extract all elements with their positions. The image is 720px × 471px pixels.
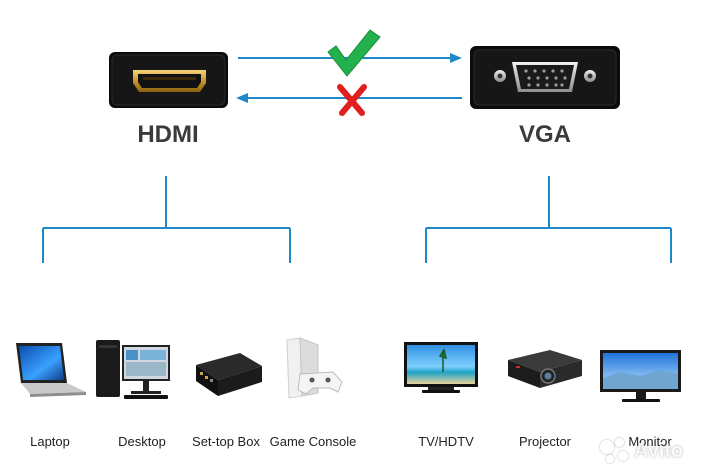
monitor-icon (600, 350, 681, 402)
desktop-icon (96, 340, 170, 399)
check-icon (327, 29, 381, 77)
watermark-dots-icon (600, 438, 630, 464)
watermark-text: Avito (634, 439, 684, 462)
set-top-box-icon (196, 353, 262, 396)
hdmi-label: HDMI (137, 121, 199, 148)
watermark: Avito (600, 436, 712, 466)
device-label-tv: TV/HDTV (418, 434, 474, 449)
vga-port-icon (470, 46, 620, 109)
projector-icon (508, 350, 582, 388)
device-label-game-console: Game Console (269, 434, 357, 449)
hdmi-device-tree (42, 176, 291, 263)
vga-label: VGA (518, 121, 571, 148)
device-label-desktop: Desktop (118, 434, 166, 449)
cross-icon (337, 84, 367, 116)
device-label-set-top-box: Set-top Box (192, 434, 260, 449)
vga-device-tree (425, 176, 672, 263)
tv-icon (404, 342, 478, 393)
device-label-projector: Projector (518, 434, 572, 449)
device-label-laptop: Laptop (30, 434, 70, 449)
device-label-monitor: Monitor (628, 434, 672, 449)
laptop-icon (16, 343, 86, 397)
hdmi-port-icon (109, 52, 228, 108)
game-console-icon (286, 337, 343, 399)
